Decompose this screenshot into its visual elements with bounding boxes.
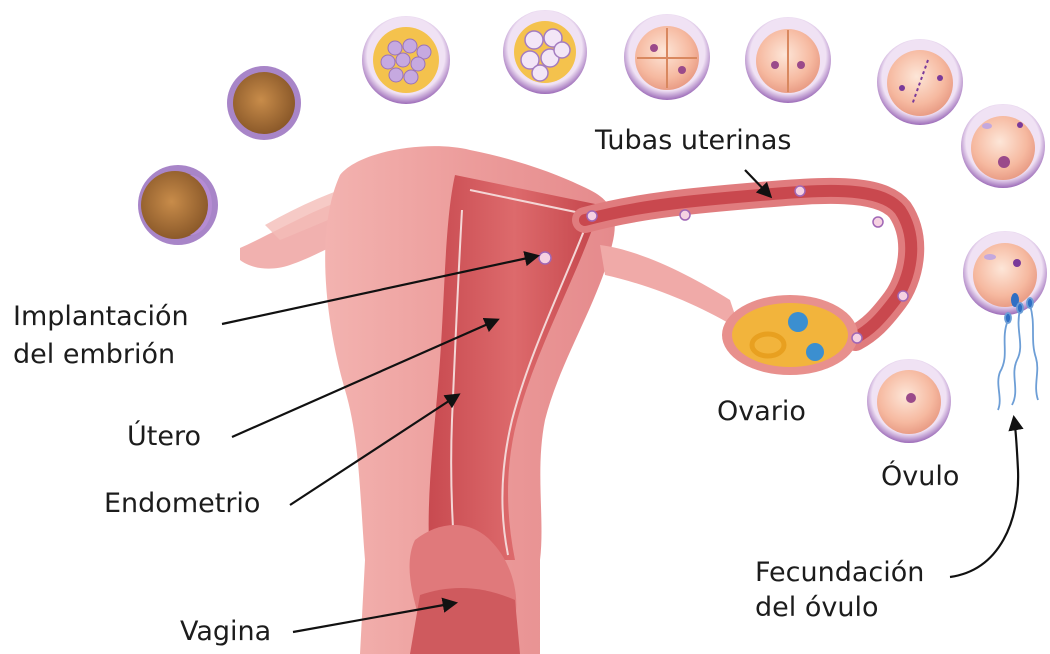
morula: [362, 16, 450, 104]
label-ovulo: Óvulo: [881, 460, 959, 494]
label-vagina: Vagina: [180, 615, 271, 649]
right-ligament: [600, 245, 740, 330]
label-endometrio: Endometrio: [104, 487, 260, 521]
follicle: [806, 343, 824, 361]
blastocyst: [227, 66, 301, 140]
zygote-dividing: [877, 39, 963, 125]
follicle: [788, 312, 808, 332]
vagina-canal: [410, 588, 520, 654]
ovum: [867, 359, 951, 443]
cell-4-stage: [624, 14, 710, 100]
label-tubas-uterinas: Tubas uterinas: [595, 124, 791, 158]
label-fecundacion-line1: Fecundación: [755, 556, 924, 590]
cell-8-stage: [503, 10, 587, 94]
cell-2-stage: [745, 17, 831, 103]
ovary-section: [732, 303, 848, 367]
label-ovario: Ovario: [717, 395, 806, 429]
label-utero: Útero: [127, 420, 201, 454]
fertilized-ovum: [963, 231, 1047, 315]
label-implantacion-line1: Implantación: [13, 300, 189, 334]
label-implantacion-line2: del embrión: [13, 338, 175, 372]
label-fecundacion-line2: del óvulo: [755, 591, 878, 625]
arrow-fecundacion: [950, 418, 1018, 577]
zygote: [961, 104, 1045, 188]
blastocyst-late: [138, 165, 218, 245]
